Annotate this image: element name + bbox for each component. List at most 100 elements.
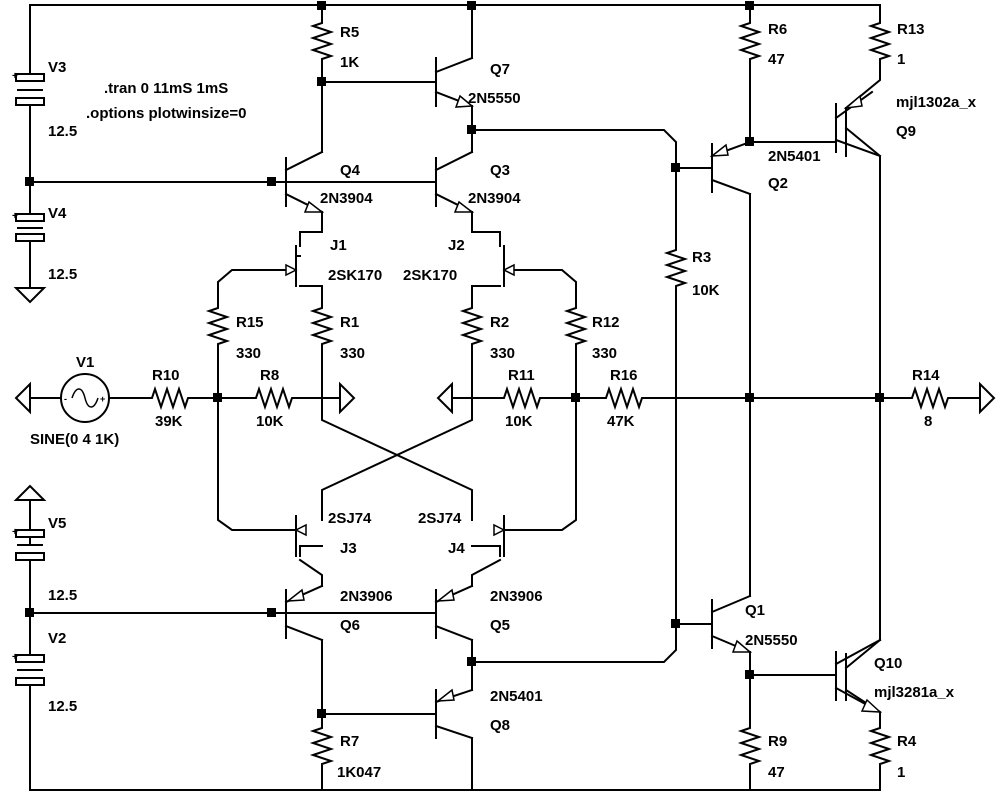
ground-arrow-left-input xyxy=(14,381,31,415)
model-Q3: 2N3904 xyxy=(468,190,521,207)
label-Q2: Q2 xyxy=(768,175,788,192)
transistor-Q2[interactable] xyxy=(709,140,752,196)
resistor-R3[interactable] xyxy=(666,243,686,293)
transistor-Q6[interactable] xyxy=(284,584,324,642)
resistor-R10[interactable] xyxy=(145,388,195,408)
value-R15: 330 xyxy=(236,345,261,362)
value-R5: 1K xyxy=(340,54,359,71)
battery-V3[interactable]: + xyxy=(12,61,45,119)
labels: .tran 0 11mS 1mS .options plotwinsize=0 … xyxy=(30,21,977,781)
plus-sign: + xyxy=(12,71,18,82)
resistor-R2[interactable] xyxy=(462,301,482,351)
jfet-J1[interactable] xyxy=(285,245,301,287)
resistor-R13[interactable] xyxy=(870,16,890,66)
resistor-R8[interactable] xyxy=(249,388,299,408)
jfet-J2[interactable] xyxy=(502,245,515,287)
label-R11: R11 xyxy=(508,367,535,384)
resistor-R7[interactable] xyxy=(312,721,332,771)
label-Q9: Q9 xyxy=(896,123,916,140)
label-R15: R15 xyxy=(236,314,264,331)
label-R13: R13 xyxy=(897,21,925,38)
transistor-Q8[interactable] xyxy=(434,688,474,740)
model-Q2: 2N5401 xyxy=(768,148,821,165)
label-Q7: Q7 xyxy=(490,61,510,78)
ground-arrow-right-R8 xyxy=(339,381,356,415)
model-Q1: 2N5550 xyxy=(745,632,798,649)
label-V2: V2 xyxy=(48,630,66,647)
plus-sign: + xyxy=(12,211,18,222)
jfet-J4[interactable] xyxy=(493,515,506,557)
model-Q4: 2N3904 xyxy=(320,190,373,207)
label-V5: V5 xyxy=(48,515,66,532)
resistor-R15[interactable] xyxy=(208,301,228,351)
resistor-R5[interactable] xyxy=(312,16,332,66)
directive-tran: .tran 0 11mS 1mS xyxy=(104,80,228,97)
resistor-R12[interactable] xyxy=(566,301,586,351)
transistor-Q1[interactable] xyxy=(710,594,753,654)
resistor-R16[interactable] xyxy=(599,388,649,408)
resistor-R9[interactable] xyxy=(740,721,760,771)
value-R11: 10K xyxy=(505,413,533,430)
transistor-Q3[interactable] xyxy=(434,150,475,214)
transistor-Q4[interactable] xyxy=(284,150,325,214)
label-R9: R9 xyxy=(768,733,787,750)
label-Q5: Q5 xyxy=(490,617,510,634)
jfet-J3[interactable] xyxy=(294,515,307,557)
value-R16: 47K xyxy=(607,413,635,430)
label-J3: J3 xyxy=(340,540,357,557)
model-Q6: 2N3906 xyxy=(340,588,393,605)
transistor-Q10[interactable] xyxy=(834,638,883,714)
output-arrow xyxy=(979,381,996,415)
supply-arrow-up xyxy=(13,484,47,521)
transistor-Q5[interactable] xyxy=(434,584,474,642)
label-Q1: Q1 xyxy=(745,602,765,619)
model-J4: 2SJ74 xyxy=(418,510,462,527)
model-J2: 2SK170 xyxy=(403,267,457,284)
plus-sign: + xyxy=(12,527,18,538)
value-R13: 1 xyxy=(897,51,905,68)
label-Q3: Q3 xyxy=(490,162,510,179)
label-R5: R5 xyxy=(340,24,359,41)
label-R8: R8 xyxy=(260,367,279,384)
label-Q8: Q8 xyxy=(490,717,510,734)
value-R12: 330 xyxy=(592,345,617,362)
value-R10: 39K xyxy=(155,413,183,430)
resistor-R6[interactable] xyxy=(740,16,760,66)
value-R7: 1K047 xyxy=(337,764,381,781)
resistor-R14[interactable] xyxy=(905,388,955,408)
label-Q6: Q6 xyxy=(340,617,360,634)
battery-V2[interactable]: + xyxy=(12,644,45,706)
sine-source-V1[interactable]: - + xyxy=(60,373,110,423)
model-J3: 2SJ74 xyxy=(328,510,372,527)
wires xyxy=(29,4,981,791)
resistor-R4[interactable] xyxy=(870,721,890,771)
ground-symbol xyxy=(13,287,47,304)
model-Q9: mjl1302a_x xyxy=(896,94,977,111)
value-R9: 47 xyxy=(768,764,785,781)
label-V4: V4 xyxy=(48,205,67,222)
resistor-R1[interactable] xyxy=(312,301,332,351)
value-R3: 10K xyxy=(692,282,720,299)
label-R10: R10 xyxy=(152,367,180,384)
label-R6: R6 xyxy=(768,21,787,38)
label-Q10: Q10 xyxy=(874,655,902,672)
transistor-Q7[interactable] xyxy=(434,56,474,108)
label-J1: J1 xyxy=(330,237,347,254)
model-Q7: 2N5550 xyxy=(468,90,521,107)
resistor-R11[interactable] xyxy=(497,388,547,408)
label-R3: R3 xyxy=(692,249,711,266)
plus-sign: + xyxy=(12,652,18,663)
label-R12: R12 xyxy=(592,314,620,331)
label-V3: V3 xyxy=(48,59,66,76)
model-Q8: 2N5401 xyxy=(490,688,543,705)
value-R1: 330 xyxy=(340,345,365,362)
battery-V5[interactable]: + xyxy=(12,519,45,571)
label-R4: R4 xyxy=(897,733,917,750)
value-R8: 10K xyxy=(256,413,284,430)
ground-arrow-left-R11 xyxy=(436,381,453,415)
model-J1: 2SK170 xyxy=(328,267,382,284)
battery-V4[interactable]: + xyxy=(12,205,45,242)
value-V3: 12.5 xyxy=(48,123,77,140)
transistor-Q9[interactable] xyxy=(834,90,882,158)
